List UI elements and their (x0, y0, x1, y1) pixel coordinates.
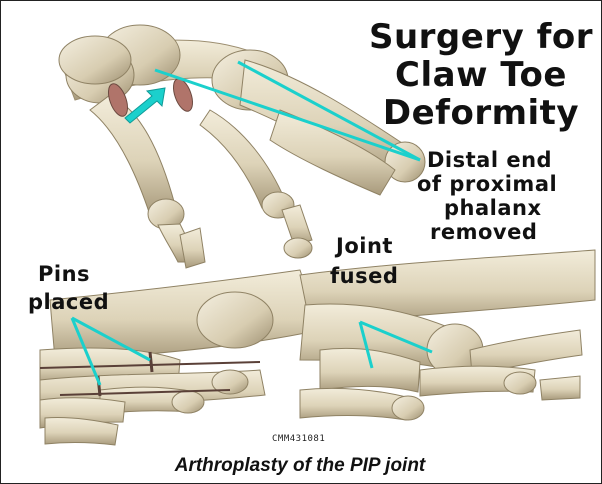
figure-caption: Arthroplasty of the PIP joint (0, 455, 600, 477)
title-line-2: Claw Toe (362, 56, 600, 94)
distal-end-label-1: Distal end (427, 148, 552, 172)
joint-fused-label-1: Joint (336, 234, 393, 258)
arrow-icon (125, 88, 165, 123)
title-line-3: Deformity (362, 94, 600, 132)
joint-fused-label-2: fused (330, 264, 398, 288)
distal-end-label-2: of proximal (417, 172, 557, 196)
pins-placed-label-2: placed (28, 290, 109, 314)
image-credit: CMM431081 (272, 434, 325, 444)
distal-end-label-4: removed (430, 220, 537, 244)
distal-end-label-3: phalanx (444, 196, 542, 220)
pins-placed-label-1: Pins (38, 262, 90, 286)
title-line-1: Surgery for (362, 18, 600, 56)
